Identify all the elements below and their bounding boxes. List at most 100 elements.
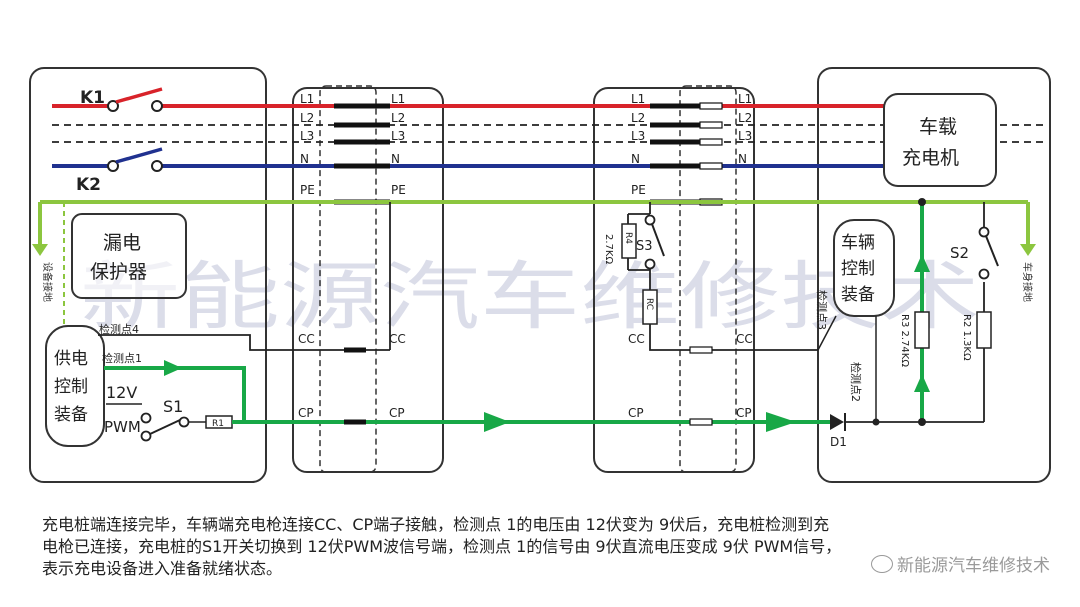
detect-1-arrow-icon [164, 360, 182, 376]
watermark-text: 新能源汽车维修技术 [80, 254, 980, 340]
pwm-label: PWM [104, 418, 141, 436]
pin-L2-right-a: L2 [631, 111, 645, 125]
pin-L1-right-a: L1 [631, 92, 645, 106]
onboard-charger-line2: 充电机 [902, 147, 959, 169]
pin-L1-right-b: L1 [738, 92, 752, 106]
R2-resistor [976, 311, 992, 349]
K2-label: K2 [76, 175, 101, 195]
12v-label: 12V [106, 383, 137, 402]
connector-right-box [593, 87, 755, 473]
pin-L3-right-b: L3 [738, 129, 752, 143]
pin-CP-left-a: CP [298, 406, 314, 420]
detect-point-3-label: 检测点3 [815, 290, 829, 330]
cp-arrow-2-icon [766, 412, 796, 432]
S3-contact-bottom [644, 258, 656, 270]
charging-pile-box [29, 67, 267, 483]
pin-PE-left-b: PE [391, 183, 406, 197]
wire-detect-3 [817, 315, 837, 351]
R4-label: R4 [623, 232, 633, 244]
pin-L2-left-b: L2 [391, 111, 405, 125]
connector-right-inner [679, 85, 737, 473]
r3-bottom-node [918, 418, 926, 426]
S1-contact-pwm [140, 430, 152, 442]
S2-contact-bottom [978, 268, 990, 280]
D1-label: D1 [830, 435, 847, 449]
S2-contact-top [978, 226, 990, 238]
equipment-ground-arrow-icon [32, 244, 48, 256]
pin-CC-right-b: CC [736, 332, 753, 346]
power-supply-ctrl-line1: 供电 [54, 349, 88, 369]
K1-label: K1 [80, 88, 105, 108]
power-supply-ctrl-line2: 控制 [54, 377, 88, 397]
left-connector-pins [334, 103, 390, 205]
cp-pin-right [689, 418, 713, 426]
connector-left-inner [319, 85, 377, 473]
onboard-charger-line1: 车载 [919, 116, 957, 138]
S3-blade [651, 223, 665, 257]
leakage-protector-line1: 漏电 [103, 232, 141, 254]
R1-label: R1 [212, 419, 224, 429]
detect-point-4-label: 检测点4 [99, 322, 139, 336]
K2-contact-right [151, 160, 163, 172]
pin-N-left-a: N [300, 152, 309, 166]
S3-label: S3 [636, 239, 653, 254]
pin-L3-right-a: L3 [631, 129, 645, 143]
pin-PE-right-a: PE [631, 183, 646, 197]
D1-diode-icon [830, 414, 844, 430]
pin-CP-right-a: CP [628, 406, 644, 420]
credit-text: 新能源汽车维修技术 [897, 556, 1050, 576]
vehicle-ctrl-line2: 控制 [841, 259, 875, 279]
r3-arrow-upper-icon [914, 254, 930, 272]
pin-N-right-a: N [631, 152, 640, 166]
pin-L3-left-a: L3 [300, 129, 314, 143]
cc-pin-right [689, 346, 713, 354]
caption-line-1: 充电桩端连接完毕，车辆端充电枪连接CC、CP端子接触，检测点 1的电压由 12伏… [42, 515, 830, 534]
S1-blade [149, 419, 181, 435]
onboard-charger-box [883, 93, 997, 187]
charging-circuit-diagram: 新能源汽车维修技术 K1 K2 [29, 67, 1051, 483]
S2-label: S2 [950, 244, 969, 262]
wire-CC-pile [98, 334, 390, 351]
r3-top-node [918, 198, 926, 206]
pin-L1-left-a: L1 [300, 92, 314, 106]
K1-blade [115, 87, 163, 104]
pin-CC-left-b: CC [389, 332, 406, 346]
equipment-ground-label: 设备接地 [41, 262, 54, 302]
vehicle-ground-arrow-icon [1020, 244, 1036, 256]
K2-contact-left [107, 160, 119, 172]
vehicle-ground-label: 车身接地 [1021, 262, 1034, 302]
pin-L1-left-b: L1 [391, 92, 405, 106]
K1-contact-right [151, 100, 163, 112]
caption: 充电桩端连接完毕，车辆端充电枪连接CC、CP端子接触，检测点 1的电压由 12伏… [42, 514, 1042, 580]
connector-left-box [292, 87, 444, 473]
leakage-protector-box [71, 213, 187, 299]
R3-label: R3 2.74KΩ [899, 314, 910, 367]
vehicle-ctrl-line3: 装备 [841, 285, 875, 305]
detect-point-1-label: 检测点1 [102, 351, 142, 365]
pin-CP-left-b: CP [389, 406, 405, 420]
power-supply-ctrl-box [45, 325, 105, 447]
power-supply-ctrl-line3: 装备 [54, 405, 88, 425]
leakage-protector-line2: 保护器 [90, 261, 147, 283]
caption-line-3: 表示充电设备进入准备就绪状态。 [42, 559, 283, 578]
caption-line-2: 电枪已连接，充电桩的S1开关切换到 12伏PWM波信号端，检测点 1的信号由 9… [42, 537, 842, 556]
r3-arrow-lower-icon [914, 374, 930, 392]
pin-CP-right-b: CP [736, 406, 752, 420]
vehicle-ctrl-box [833, 219, 895, 317]
pin-N-right-b: N [738, 152, 747, 166]
RC-label: RC [644, 298, 654, 310]
pin-L2-right-b: L2 [738, 111, 752, 125]
pin-L3-left-b: L3 [391, 129, 405, 143]
S1-contact-12v [140, 412, 152, 424]
K1-contact-left [107, 100, 119, 112]
R4-resistor [621, 223, 637, 259]
detect-point-2-label: 检测点2 [849, 362, 863, 402]
credit-watermark: 新能源汽车维修技术 [871, 551, 1050, 576]
K2-blade [115, 147, 163, 164]
pin-N-left-b: N [391, 152, 400, 166]
wire-detect-point-1 [104, 366, 246, 422]
pin-CC-right-a: CC [628, 332, 645, 346]
S1-contact-out [178, 416, 190, 428]
right-connector-pins [650, 103, 700, 205]
S1-label: S1 [163, 397, 183, 416]
